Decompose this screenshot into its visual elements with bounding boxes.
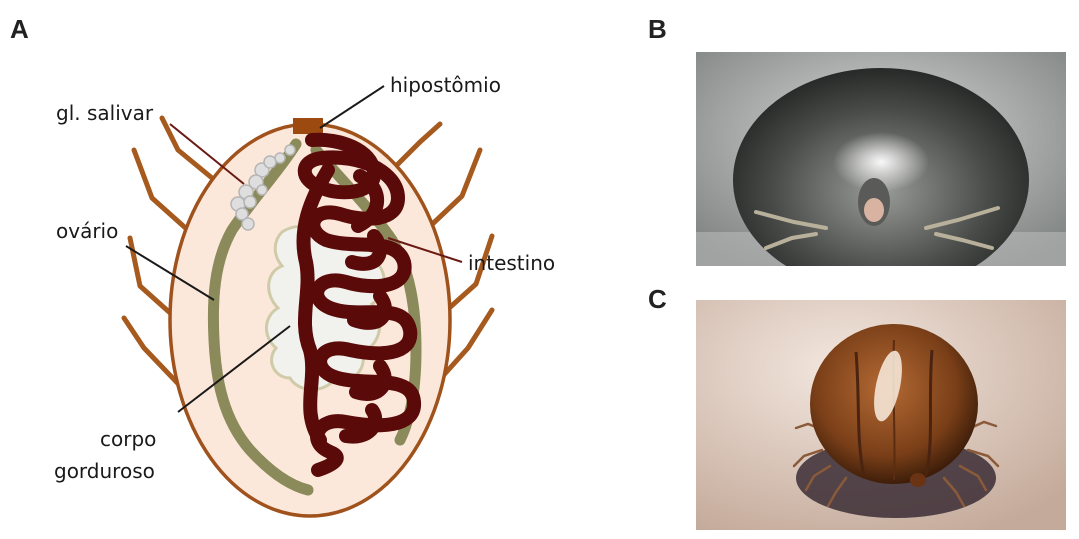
- label-hipostomio: hipostômio: [390, 73, 501, 97]
- label-salivar: gl. salivar: [56, 101, 154, 125]
- label-ovario: ovário: [56, 219, 118, 243]
- hypostome: [293, 118, 323, 134]
- panel-label-b: B: [648, 14, 667, 45]
- label-corpo-line2: gorduroso: [54, 459, 155, 483]
- panel-label-c: C: [648, 284, 667, 315]
- photo-tick-front: [696, 52, 1066, 266]
- photo-tick-dorsal: [696, 300, 1066, 530]
- leader-hipostomio: [320, 86, 384, 128]
- label-intestino: intestino: [468, 251, 555, 275]
- tick-anatomy-diagram: hipostômio gl. salivar ovário intestino …: [0, 0, 640, 539]
- label-corpo-line1: corpo: [100, 427, 156, 451]
